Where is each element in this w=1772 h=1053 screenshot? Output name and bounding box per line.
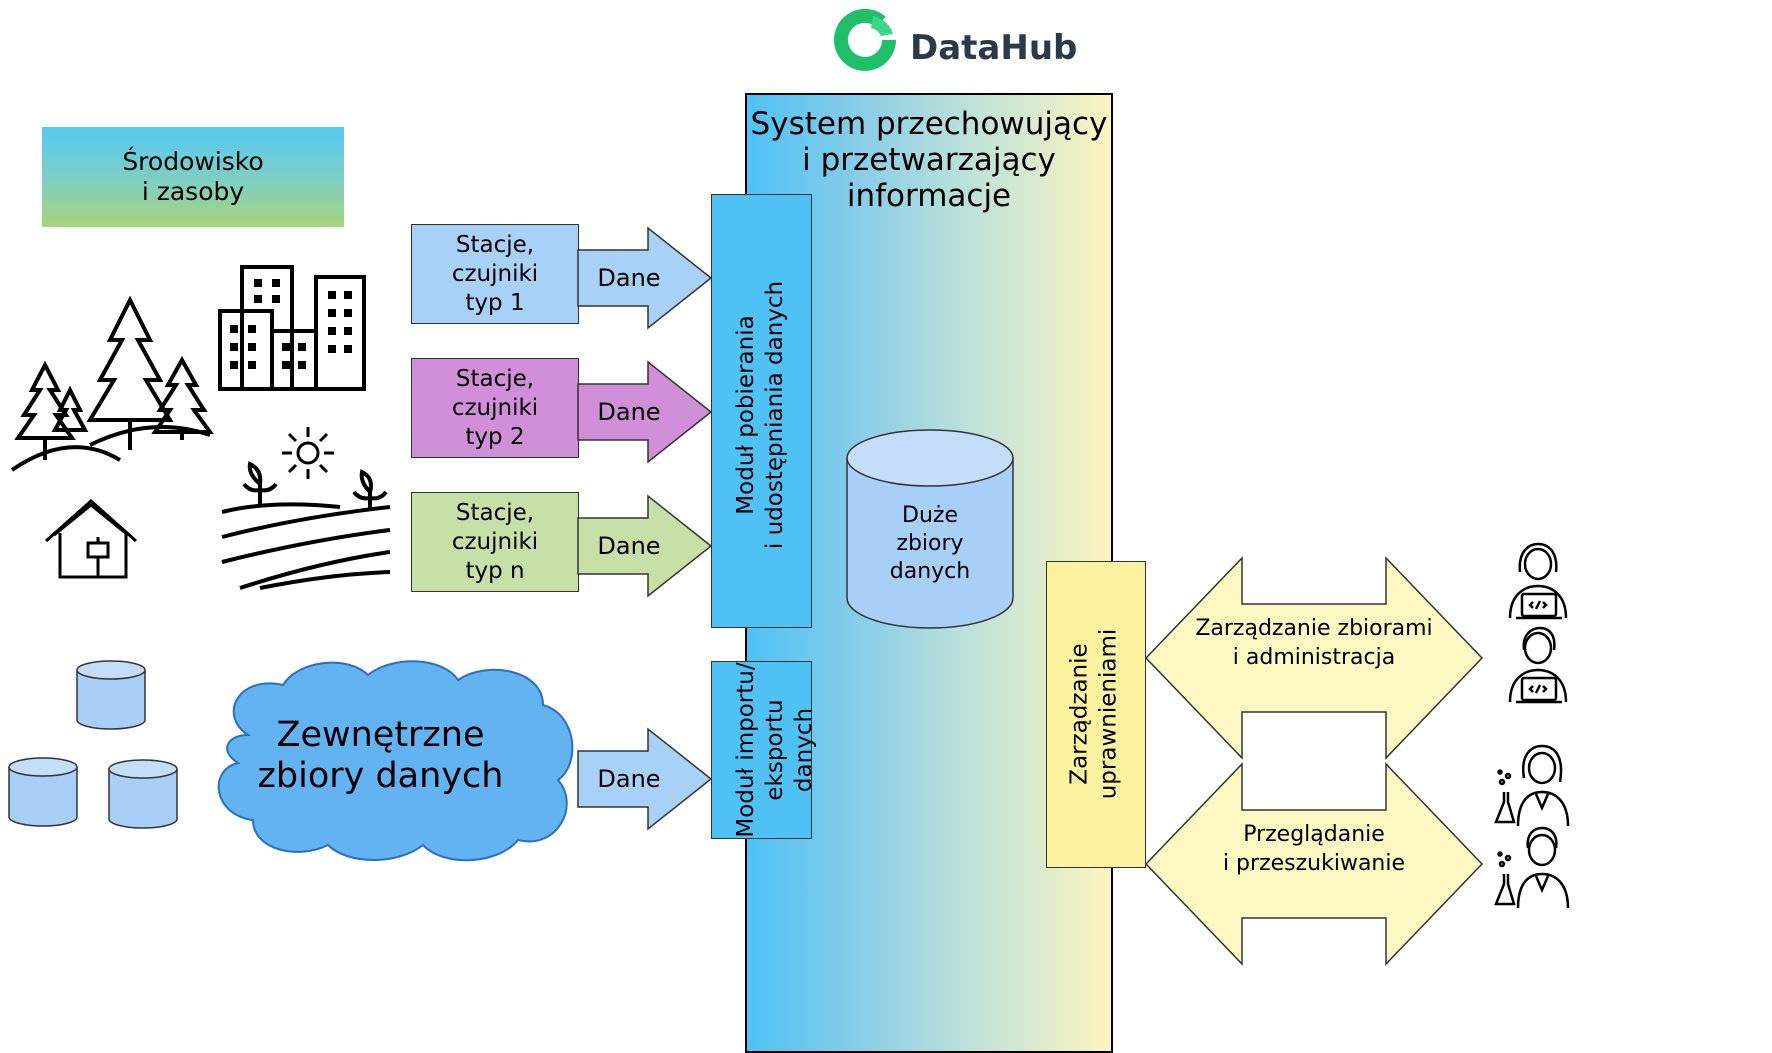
forest-icon (10, 295, 214, 472)
house-icon (45, 498, 137, 579)
system-title: System przechowujący i przetwarzający in… (750, 106, 1108, 214)
buildings-icon (218, 265, 366, 391)
import-export-module-box (711, 661, 812, 839)
scientist-person-icon (1494, 826, 1570, 909)
dataset-cylinder-icon (108, 759, 178, 829)
data-arrow-1-label: Dane (597, 264, 661, 292)
ingest-module-box (711, 194, 812, 628)
external-datasets-label: Zewnętrzne zbiory danych (257, 715, 504, 796)
station-type-n: Stacje, czujniki typ n (411, 492, 579, 592)
environment-label: Środowisko i zasoby (42, 127, 344, 227)
external-data-arrow-label: Dane (597, 765, 661, 793)
admin-double-arrow (1144, 556, 1484, 760)
sun-icon (282, 427, 334, 479)
data-arrow-2 (577, 360, 713, 464)
developer-person-icon (1508, 542, 1568, 620)
logo-text: DataHub (910, 28, 1078, 68)
developer-person-icon (1508, 626, 1568, 704)
data-arrow-n (577, 494, 713, 598)
external-datasets-cloud (217, 660, 574, 862)
dataset-cylinder-icon (8, 757, 78, 827)
dataset-cylinder-icon (76, 660, 146, 730)
browse-double-arrow (1144, 762, 1484, 966)
permissions-module-box (1046, 561, 1146, 868)
datahub-logo-icon (834, 8, 896, 71)
data-arrow-n-label: Dane (597, 532, 661, 560)
big-data-storage-label: Duże zbiory danych (889, 503, 971, 584)
admin-action-label: Zarządzanie zbiorami i administracja (1195, 616, 1433, 670)
data-arrow-1 (577, 226, 713, 330)
import-export-module-label: Moduł importu/ eksportu danych (733, 662, 817, 838)
fields-icon (221, 461, 391, 590)
data-arrow-2-label: Dane (597, 398, 661, 426)
scientist-person-icon (1494, 744, 1570, 827)
station-type-2: Stacje, czujniki typ 2 (411, 358, 579, 458)
station-type-1: Stacje, czujniki typ 1 (411, 224, 579, 324)
ingest-module-label: Moduł pobierania i udostępniania danych (733, 280, 788, 550)
browse-action-label: Przeglądanie i przeszukiwanie (1222, 822, 1406, 876)
big-data-storage-cylinder (846, 429, 1014, 629)
external-data-arrow (577, 727, 713, 831)
permissions-module-label: Zarządzanie uprawnieniami (1066, 628, 1122, 800)
